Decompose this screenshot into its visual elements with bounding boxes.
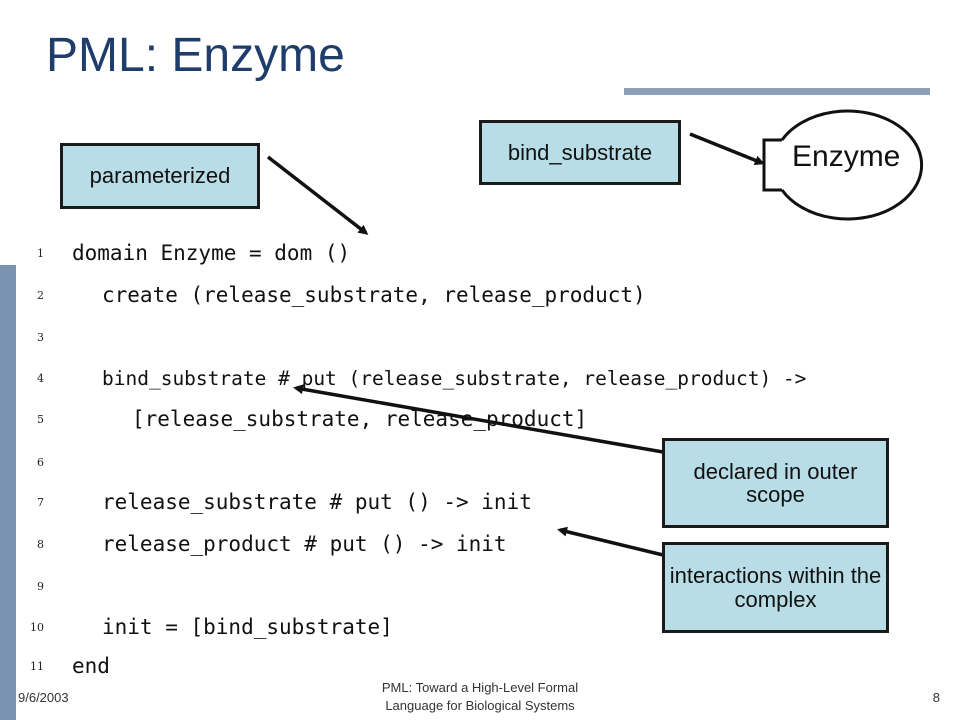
callout-declared-outer-scope: declared in outer scope [662, 438, 889, 528]
line-number: 3 [37, 330, 44, 344]
code-text: release_substrate # put () -> init [102, 490, 532, 514]
footer-page-number: 8 [932, 690, 940, 705]
enzyme-shape [780, 109, 924, 221]
enzyme-notch [762, 138, 782, 192]
callout-bind-substrate: bind_substrate [479, 120, 681, 185]
callout-interactions-within: interactions within the complex [662, 542, 889, 633]
line-number: 8 [37, 537, 44, 551]
line-number: 11 [30, 659, 44, 673]
code-text: create (release_substrate, release_produ… [102, 283, 646, 307]
title-rule [624, 88, 930, 95]
footer-date: 9/6/2003 [18, 690, 69, 705]
footer-title-line2: Language for Biological Systems [385, 698, 575, 713]
line-number: 7 [37, 495, 44, 509]
left-accent-bar [0, 265, 16, 720]
enzyme-label: Enzyme [792, 140, 901, 173]
code-text: domain Enzyme = dom () [72, 241, 351, 265]
line-number: 5 [37, 412, 44, 426]
line-number: 2 [37, 288, 44, 302]
code-text: init = [bind_substrate] [102, 615, 393, 639]
line-number: 6 [37, 455, 44, 469]
line-number: 10 [30, 620, 44, 634]
callout-parameterized: parameterized [60, 143, 260, 209]
code-text: release_product # put () -> init [102, 532, 507, 556]
code-text: end [72, 654, 110, 678]
arrow-bind-substrate [689, 132, 765, 166]
line-number: 4 [37, 371, 44, 385]
code-text: bind_substrate # put (release_substrate,… [102, 366, 807, 390]
slide-title: PML: Enzyme [46, 29, 345, 82]
arrow-interactions [557, 526, 664, 557]
arrow-parameterized [266, 155, 369, 235]
line-number: 1 [37, 246, 44, 260]
code-text: [release_substrate, release_product] [132, 407, 588, 431]
line-number: 9 [37, 579, 44, 593]
footer-title: PML: Toward a High-Level Formal Language… [330, 679, 630, 715]
arrow-declared [293, 384, 664, 454]
footer-title-line1: PML: Toward a High-Level Formal [381, 680, 579, 695]
